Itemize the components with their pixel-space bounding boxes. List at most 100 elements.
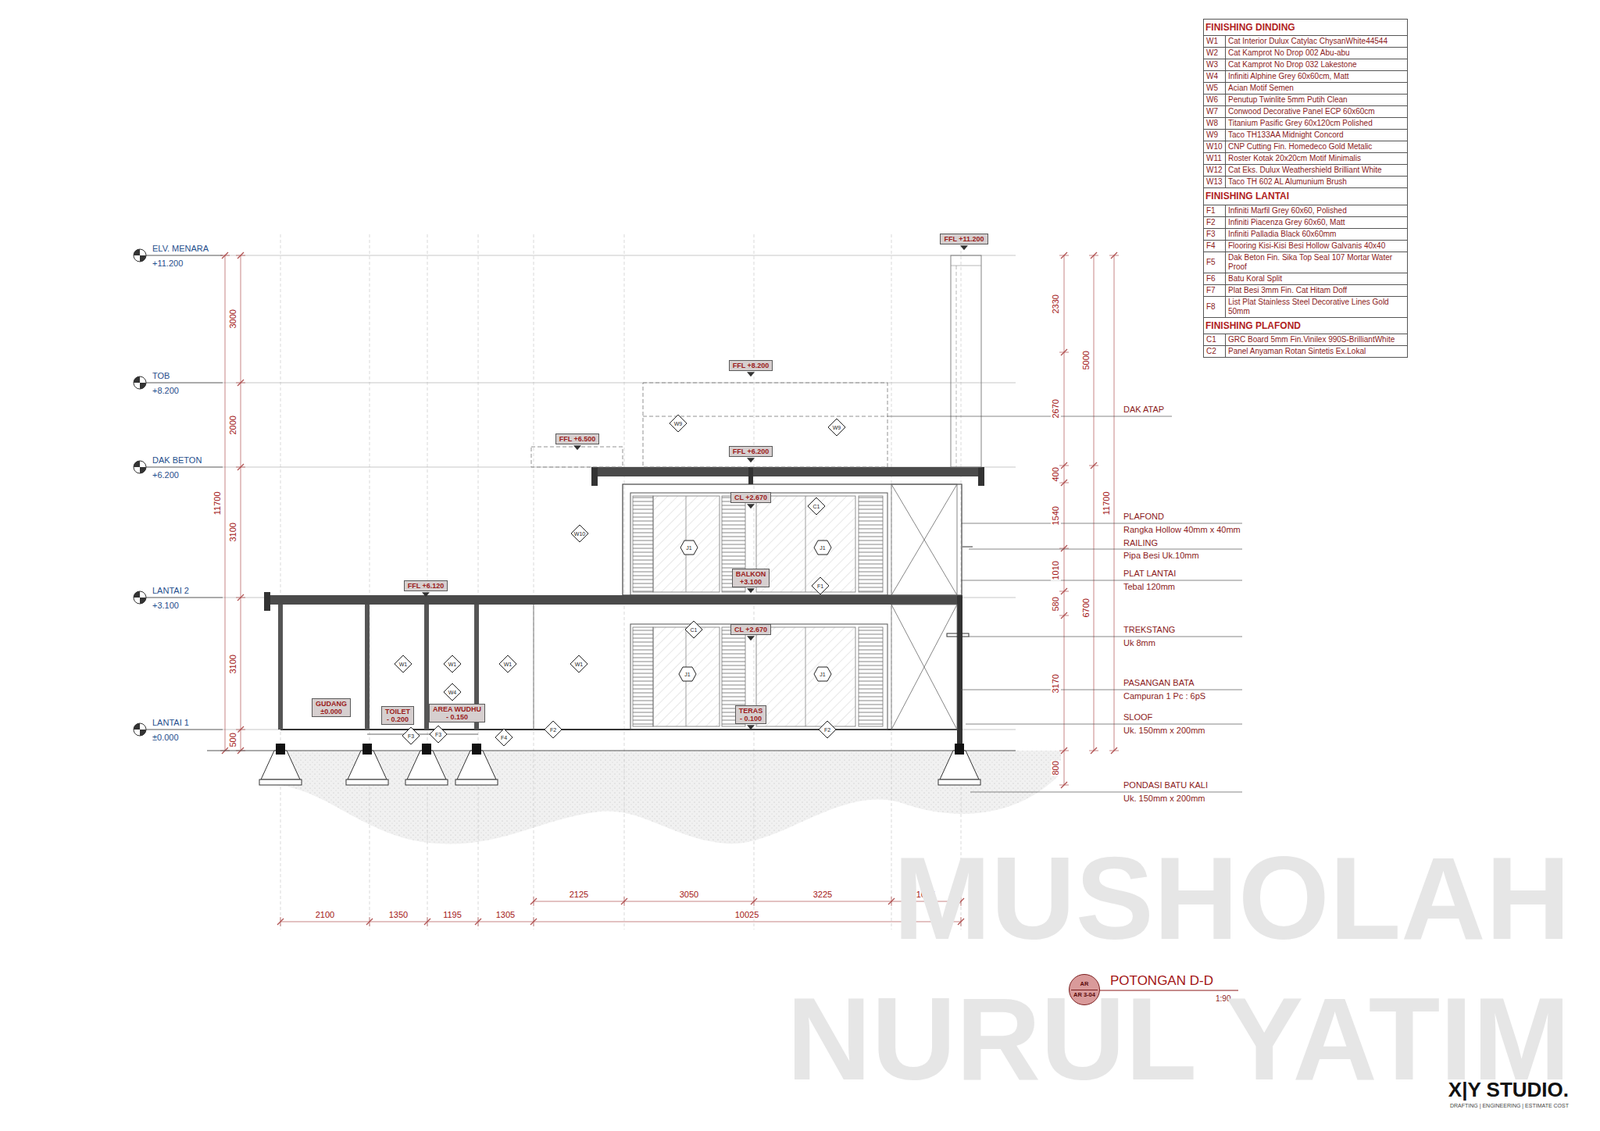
code-cell: W10 (1203, 141, 1226, 154)
tag-text: - 0.200 (385, 715, 411, 724)
tag-shape (443, 683, 461, 701)
tag-shape (443, 655, 461, 673)
dimension-text: 3225 (812, 889, 833, 900)
roof-outline (642, 382, 888, 468)
table-body: FINISHING DINDINGW1Cat Interior Dulux Ca… (1203, 19, 1408, 358)
callout-text: Campuran 1 Pc : 6pS (1123, 691, 1206, 702)
finish-tag: W9 (668, 414, 688, 433)
table-text: W6 (1206, 95, 1223, 105)
dimension-text: 11700 (1101, 490, 1112, 516)
table-text: F8 (1206, 302, 1223, 312)
level-symbol-fill (133, 723, 140, 730)
finish-tag: F3 (428, 725, 448, 744)
level-symbol-fill (139, 255, 147, 262)
leader-line (960, 523, 1243, 525)
dimension-text: 500 (228, 732, 239, 748)
grid-line (369, 234, 371, 930)
tag-shape (807, 497, 825, 515)
level-label: +8.200 (152, 385, 179, 397)
dimension-text: 2000 (228, 414, 239, 436)
dimension-tick (1090, 747, 1097, 754)
tag-text: J1 (819, 671, 825, 678)
dimension-tick (1110, 747, 1118, 754)
sloof (275, 743, 286, 755)
desc-cell: Infiniti Piacenza Grey 60x60, Matt (1225, 216, 1408, 229)
table-text: W7 (1206, 107, 1223, 117)
grid-line (533, 234, 535, 930)
level-tag: FFL +6.120 (403, 580, 449, 592)
tag-text: F2 (550, 727, 557, 733)
tag-text: J1 (685, 545, 692, 551)
callout-text: Uk 8mm (1123, 638, 1156, 649)
table-text: FINISHING DINDING (1205, 21, 1406, 33)
tag-text: FFL +6.200 (732, 447, 770, 456)
foundation-base (405, 779, 448, 786)
dimension-text: 11700 (212, 490, 223, 516)
tag-shape (685, 621, 703, 639)
table-text: Batu Koral Split (1228, 274, 1405, 284)
table-text: Plat Besi 3mm Fin. Cat Hitam Doff (1228, 285, 1405, 296)
level-symbol-fill (139, 597, 147, 604)
tag-shape (669, 414, 687, 433)
table-text: F2 (1206, 217, 1223, 228)
table-header: FINISHING DINDING (1203, 19, 1408, 36)
finish-table: FINISHING DINDINGW1Cat Interior Dulux Ca… (1203, 18, 1408, 358)
table-row: W6Penutup Twinlite 5mm Putih Clean (1203, 94, 1408, 107)
level-tag: CL +2.670 (730, 624, 772, 636)
level-symbol-fill (139, 729, 147, 736)
desc-cell: Flooring Kisi-Kisi Besi Hollow Galvanis … (1225, 239, 1408, 252)
dimension-tick (237, 252, 244, 259)
dimension-tick (237, 594, 244, 601)
column (957, 595, 963, 751)
tower-line (950, 265, 982, 267)
tag-text: - 0.150 (432, 713, 482, 722)
wall-line (533, 604, 535, 730)
bracing-panel (891, 484, 958, 596)
sloof (471, 743, 482, 755)
level-label: ±0.000 (152, 732, 179, 743)
drawing-title: POTONGAN D-D (1110, 973, 1214, 990)
desc-cell: Cat Kamprot No Drop 002 Abu-abu (1225, 47, 1408, 60)
dimension-tick (475, 918, 482, 925)
table-header: FINISHING PLAFOND (1203, 317, 1408, 334)
table-row: F2Infiniti Piacenza Grey 60x60, Matt (1203, 216, 1408, 229)
table-row: F4Flooring Kisi-Kisi Besi Hollow Galvani… (1203, 239, 1408, 252)
table-row: W10CNP Cutting Fin. Homedeco Gold Metali… (1203, 141, 1408, 154)
desc-cell: List Plat Stainless Steel Decorative Lin… (1225, 296, 1408, 318)
table-row: F6Batu Koral Split (1203, 272, 1408, 285)
level-symbol-fill (133, 249, 140, 256)
table-text: Dak Beton Fin. Sika Top Seal 107 Mortar … (1228, 253, 1405, 272)
dimension-line (280, 921, 961, 923)
dimension-text: 6700 (1081, 597, 1092, 618)
table-header: FINISHING LANTAI (1203, 188, 1408, 205)
dimension-tick (1060, 349, 1068, 356)
dimension-tick (1110, 252, 1118, 259)
dimension-text: 1350 (388, 910, 409, 921)
callout-text: PLAFOND (1123, 511, 1165, 522)
level-symbol (133, 376, 147, 390)
sloof (421, 743, 432, 755)
tag-text: +3.100 (735, 578, 767, 586)
roof-beam (748, 467, 754, 485)
table-text: Infiniti Marfil Grey 60x60, Polished (1228, 206, 1405, 216)
grid-line (280, 234, 282, 930)
louvre (632, 627, 654, 727)
dimension-line (240, 255, 242, 751)
tag-text: FFL +6.120 (407, 582, 445, 590)
table-row: F5Dak Beton Fin. Sika Top Seal 107 Morta… (1203, 251, 1408, 273)
table-text: C1 (1206, 335, 1223, 345)
tag-shape (429, 725, 447, 743)
table-row: F8List Plat Stainless Steel Decorative L… (1203, 296, 1408, 318)
level-symbol (133, 591, 147, 604)
dimension-line (1114, 255, 1115, 751)
tag-text: AR 3-04 (1073, 991, 1096, 1000)
desc-cell: Cat Interior Dulux Catylac ChysanWhite44… (1225, 35, 1408, 48)
level-symbol-fill (133, 460, 140, 468)
table-text: Flooring Kisi-Kisi Besi Hollow Galvanis … (1228, 241, 1405, 251)
window-frame (630, 624, 888, 730)
code-cell: W9 (1203, 129, 1226, 142)
table-row: FINISHING PLAFOND (1203, 317, 1408, 334)
dimension-tick (237, 379, 244, 386)
bracing-panel (891, 604, 958, 730)
table-text: Infiniti Palladia Black 60x60mm (1228, 229, 1405, 240)
